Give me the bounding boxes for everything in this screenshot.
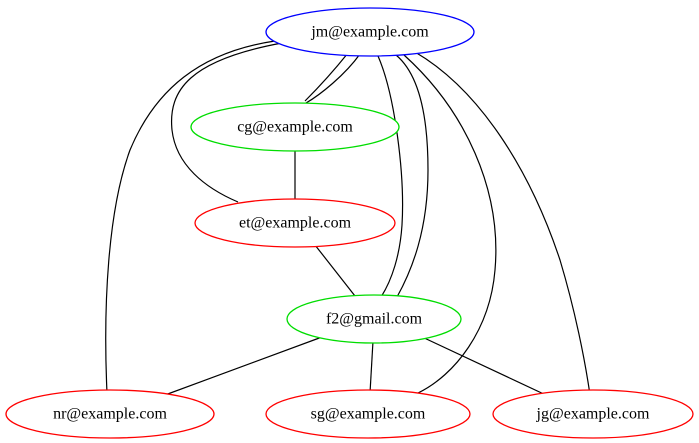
node-jm-label: jm@example.com — [310, 24, 429, 41]
edge-jm-f2-1 — [377, 55, 404, 298]
node-jg-shape — [492, 389, 694, 439]
edge-jm-et — [170, 42, 283, 203]
node-f2-label: f2@gmail.com — [326, 311, 423, 328]
edge-jm-cg-2 — [304, 52, 349, 102]
edge-f2-nr — [164, 336, 323, 396]
edges-layer — [105, 40, 591, 397]
node-sg-label: sg@example.com — [311, 406, 426, 423]
nodes-layer: jm@example.com cg@example.com et@example… — [5, 7, 694, 439]
node-sg[interactable]: sg@example.com — [265, 389, 471, 439]
node-nr-label: nr@example.com — [53, 406, 167, 423]
node-sg-shape — [265, 389, 471, 439]
node-jg-label: jg@example.com — [536, 406, 650, 423]
edge-jm-jg — [414, 51, 591, 396]
edge-f2-jg — [419, 335, 549, 397]
node-f2-shape — [286, 294, 462, 344]
node-nr[interactable]: nr@example.com — [5, 389, 215, 439]
node-jm-shape — [265, 7, 475, 57]
edge-jm-f2-2 — [395, 54, 429, 298]
edge-f2-sg — [369, 340, 374, 394]
edge-jm-nr — [105, 40, 276, 394]
node-f2[interactable]: f2@gmail.com — [286, 294, 462, 344]
edge-et-f2 — [314, 244, 356, 297]
edge-jm-cg-1 — [305, 53, 361, 104]
node-cg[interactable]: cg@example.com — [190, 102, 400, 152]
node-et[interactable]: et@example.com — [194, 198, 396, 248]
node-et-shape — [194, 198, 396, 248]
node-cg-shape — [190, 102, 400, 152]
node-jg[interactable]: jg@example.com — [492, 389, 694, 439]
edge-jm-sg — [403, 54, 497, 394]
node-nr-shape — [5, 389, 215, 439]
node-cg-label: cg@example.com — [237, 119, 353, 136]
node-jm[interactable]: jm@example.com — [265, 7, 475, 57]
node-et-label: et@example.com — [239, 215, 352, 232]
